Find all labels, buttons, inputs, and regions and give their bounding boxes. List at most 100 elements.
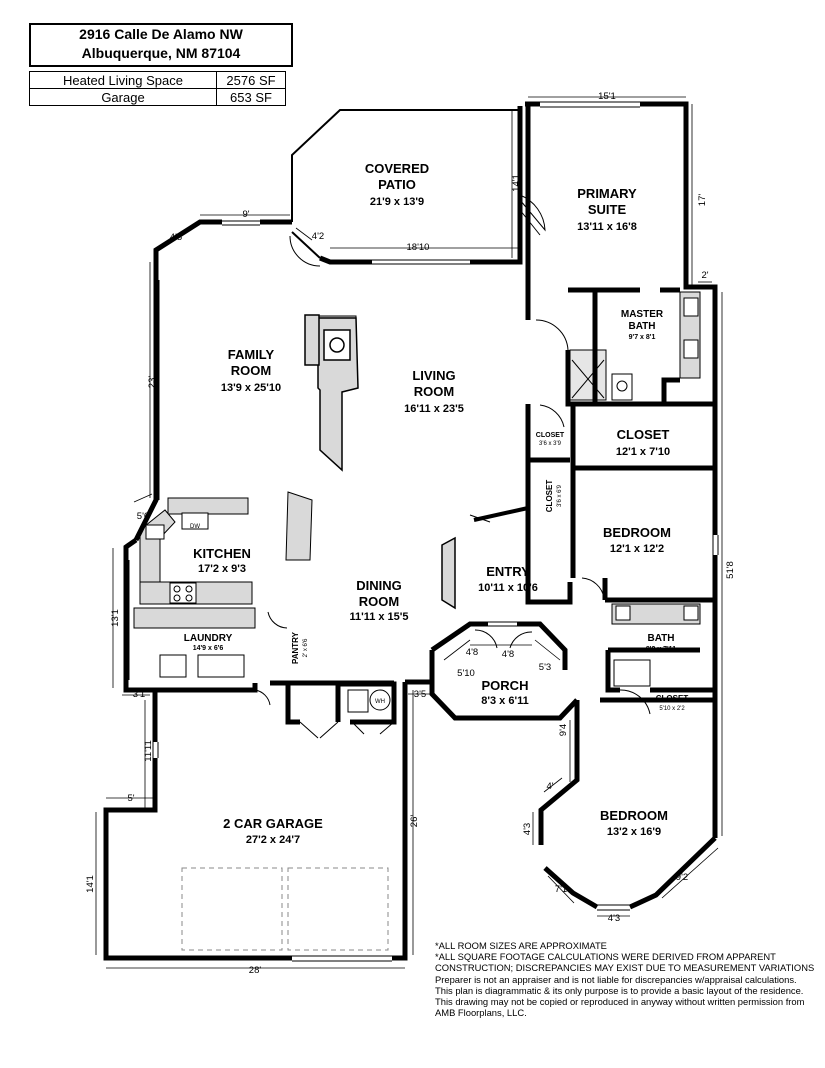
- family-room-label: ROOM: [231, 363, 271, 378]
- closet-label: CLOSET: [617, 427, 670, 442]
- covered-patio-label: COVERED: [365, 161, 429, 176]
- bedroom-3-label: BEDROOM: [600, 808, 668, 823]
- entry-dims: 10'11 x 10'6: [478, 582, 538, 594]
- family-room-label: FAMILY: [228, 347, 275, 362]
- disclaimer-notes: *ALL ROOM SIZES ARE APPROXIMATE *ALL SQU…: [435, 940, 815, 1018]
- measure-5-3: 5'3: [539, 662, 551, 673]
- measure-4-2: 4'2: [312, 231, 324, 242]
- living-room-label: ROOM: [414, 384, 454, 399]
- measure-4-8: 4'8: [466, 647, 478, 658]
- dining-room-label: DINING: [356, 578, 402, 593]
- note-line: *ALL ROOM SIZES ARE APPROXIMATE: [435, 940, 607, 951]
- windows: [123, 101, 719, 962]
- kitchen-fixtures: [145, 512, 391, 713]
- bath-label: BATH: [647, 633, 674, 644]
- living-room-label: LIVING: [412, 368, 455, 383]
- measure-2: 2': [701, 270, 708, 281]
- kitchen-label: KITCHEN: [193, 546, 251, 561]
- address-box: 2916 Calle De Alamo NW Albuquerque, NM 8…: [29, 23, 293, 67]
- closet-bath-label: CLOSET: [656, 694, 689, 703]
- entry-partition: [441, 536, 456, 610]
- door-swings: [254, 194, 651, 739]
- address-line-2: Albuquerque, NM 87104: [81, 45, 241, 61]
- covered-patio-dims: 21'9 x 13'9: [370, 196, 424, 208]
- kitchen-dims: 17'2 x 9'3: [198, 563, 246, 575]
- living-room-dims: 16'11 x 23'5: [404, 403, 464, 415]
- measure-4-5: 4'5: [170, 232, 182, 243]
- fireplace-icon: [304, 314, 359, 472]
- measure-3-5: 3'5: [414, 689, 426, 700]
- measure-28: 28': [249, 965, 262, 976]
- room-labels: COVERED PATIO 21'9 x 13'9 PRIMARY SUITE …: [184, 161, 689, 846]
- note-line: This drawing may not be copied or reprod…: [435, 996, 805, 1019]
- measure-9-4: 9'4: [558, 724, 569, 736]
- closet-small-label: CLOSET: [536, 432, 565, 439]
- measure-23: 23': [147, 376, 158, 389]
- covered-patio-outline: [291, 109, 520, 259]
- water-heater-label: WH: [375, 699, 385, 705]
- family-room-dims: 13'9 x 25'10: [221, 382, 281, 394]
- measure-5: 5': [127, 793, 134, 804]
- area-row: Heated Living Space 2576 SF: [29, 71, 286, 89]
- porch-dims: 8'3 x 6'11: [481, 695, 528, 707]
- measure-9-2: 9'2: [676, 872, 688, 883]
- garage-dims: 27'2 x 24'7: [246, 834, 300, 846]
- measure-9: 9': [242, 209, 249, 220]
- bath-dims: 8'2 x 7'11: [646, 646, 676, 653]
- measure-4-3-side: 4'3: [522, 823, 533, 835]
- porch-label: PORCH: [482, 678, 529, 693]
- laundry-label: LAUNDRY: [184, 633, 233, 644]
- pantry-label: PANTRY: [291, 631, 300, 664]
- bath-fixtures: [571, 297, 699, 687]
- closet-vert-label: CLOSET: [545, 480, 554, 513]
- measure-17: 17': [697, 194, 708, 207]
- garage-parking: [181, 867, 389, 951]
- primary-suite-label: SUITE: [588, 202, 627, 217]
- measure-3-1: 3'1: [133, 689, 145, 700]
- dishwasher-label: DW: [190, 524, 200, 530]
- measure-51-8: 51'8: [725, 561, 736, 579]
- measurement-labels: 15'1 9' 4'5 4'2 18'10 4'8 4'8 5'3 5'10 3…: [85, 91, 736, 976]
- master-bath-label: MASTER: [621, 309, 664, 320]
- measure-13-1: 13'1: [110, 609, 121, 627]
- measure-5-6: 5'6: [137, 511, 149, 522]
- note-line: Preparer is not an appraiser and is not …: [435, 973, 804, 996]
- primary-suite-dims: 13'11 x 16'8: [577, 221, 637, 233]
- note-line: *ALL SQUARE FOOTAGE CALCULATIONS WERE DE…: [435, 951, 815, 974]
- dining-room-dims: 11'11 x 15'5: [349, 611, 408, 623]
- laundry-dims: 14'9 x 6'6: [193, 645, 224, 652]
- measure-5-10: 5'10: [457, 668, 475, 679]
- closet-dims: 12'1 x 7'10: [616, 446, 670, 458]
- measure-4-3-bottom: 4'3: [608, 913, 620, 924]
- measure-4-8-b: 4'8: [502, 649, 514, 660]
- pantry-dims: 2' x 6'6: [303, 638, 309, 657]
- dining-room-label: ROOM: [359, 594, 399, 609]
- measure-11-11: 11'11: [143, 740, 154, 762]
- address-line-1: 2916 Calle De Alamo NW: [79, 26, 243, 42]
- measure-7-1: 7'1: [555, 884, 567, 895]
- dimension-lines: [95, 96, 723, 969]
- entry-label: ENTRY: [486, 564, 530, 579]
- measure-15-1: 15'1: [598, 91, 616, 102]
- master-bath-label: BATH: [628, 321, 655, 332]
- area-value: 653 SF: [216, 88, 286, 106]
- bedroom-2-dims: 12'1 x 12'2: [610, 543, 664, 555]
- measure-18-10: 18'10: [407, 242, 430, 253]
- garage-label: 2 CAR GARAGE: [223, 816, 323, 831]
- area-row: Garage 653 SF: [29, 88, 286, 106]
- primary-suite-label: PRIMARY: [577, 186, 637, 201]
- covered-patio-label: PATIO: [378, 177, 416, 192]
- area-table: Heated Living Space 2576 SF Garage 653 S…: [29, 71, 286, 106]
- closet-small-dims: 3'6 x 3'9: [539, 441, 562, 447]
- walls: [103, 101, 718, 961]
- measure-14-1-garage: 14'1: [85, 875, 96, 893]
- bedroom-2-label: BEDROOM: [603, 525, 671, 540]
- measure-14-1-patio: 14'1: [511, 174, 522, 192]
- measure-4: 4': [546, 781, 553, 792]
- measure-26: 26': [409, 815, 420, 828]
- closet-wall: [473, 506, 529, 522]
- closet-vert-dims: 3'6 x 6'9: [557, 484, 563, 507]
- bedroom-3-dims: 13'2 x 16'9: [607, 826, 661, 838]
- master-bath-dims: 9'7 x 8'1: [629, 334, 656, 341]
